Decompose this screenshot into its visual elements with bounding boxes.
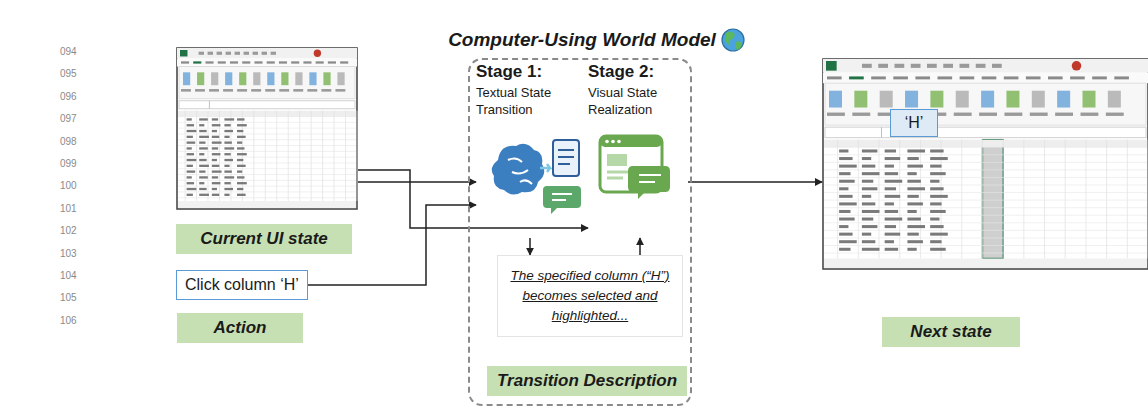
spreadsheet-screenshot bbox=[177, 48, 357, 209]
flow-arrow bbox=[688, 181, 822, 183]
caption-tag: Current UI state bbox=[176, 224, 352, 254]
line-number: 095 bbox=[60, 68, 77, 79]
line-number: 094 bbox=[60, 46, 77, 57]
stage-heading: Stage 1: bbox=[476, 62, 582, 82]
line-number: 105 bbox=[60, 292, 77, 303]
caption-tag: Action bbox=[177, 313, 303, 343]
stage-subtitle: Textual State Transition bbox=[476, 85, 582, 119]
stage-heading: Stage 2: bbox=[588, 62, 688, 82]
action-box: Click column ‘H’Action bbox=[176, 270, 308, 300]
stage-block: Stage 2: Visual State Realization bbox=[588, 62, 688, 238]
screenshot-panel: Next state‘H’ bbox=[822, 58, 1148, 270]
line-number: 102 bbox=[60, 225, 77, 236]
brain-document-icon bbox=[492, 140, 581, 214]
world-model-region: Computer-Using World ModelStage 1:Textua… bbox=[468, 58, 692, 406]
line-number: 103 bbox=[60, 248, 77, 259]
flow-arrow bbox=[358, 181, 476, 183]
line-number: 104 bbox=[60, 270, 77, 281]
stage-subtitle: Visual State Realization bbox=[588, 85, 688, 119]
line-number: 106 bbox=[60, 315, 77, 326]
line-number: 098 bbox=[60, 136, 77, 147]
stage-block: Stage 1: Textual State Transition bbox=[476, 62, 582, 238]
line-number: 099 bbox=[60, 158, 77, 169]
flow-arrow bbox=[639, 238, 641, 255]
node-text: ‘H’ bbox=[905, 114, 924, 132]
flow-arrow bbox=[529, 238, 531, 255]
line-number: 101 bbox=[60, 203, 77, 214]
node-text: The specified column (“H”) becomes selec… bbox=[504, 266, 676, 327]
line-number: 096 bbox=[60, 91, 77, 102]
description-box: The specified column (“H”) becomes selec… bbox=[497, 255, 683, 337]
callout-box: ‘H’ bbox=[890, 109, 938, 137]
spreadsheet-screenshot bbox=[823, 59, 1148, 269]
flow-arrow bbox=[358, 170, 588, 228]
screenshot-panel: Current UI state bbox=[176, 47, 358, 210]
caption-tag: Next state bbox=[882, 317, 1020, 347]
window-bubble-icon bbox=[600, 136, 670, 199]
caption-tag: Transition Description bbox=[487, 366, 687, 396]
node-text: Click column ‘H’ bbox=[185, 276, 299, 294]
line-number: 097 bbox=[60, 113, 77, 124]
spreadsheet-screenshots bbox=[177, 48, 1148, 269]
line-number: 100 bbox=[60, 180, 77, 191]
globe-icon bbox=[722, 29, 744, 51]
region-title: Computer-Using World Model bbox=[430, 29, 734, 51]
